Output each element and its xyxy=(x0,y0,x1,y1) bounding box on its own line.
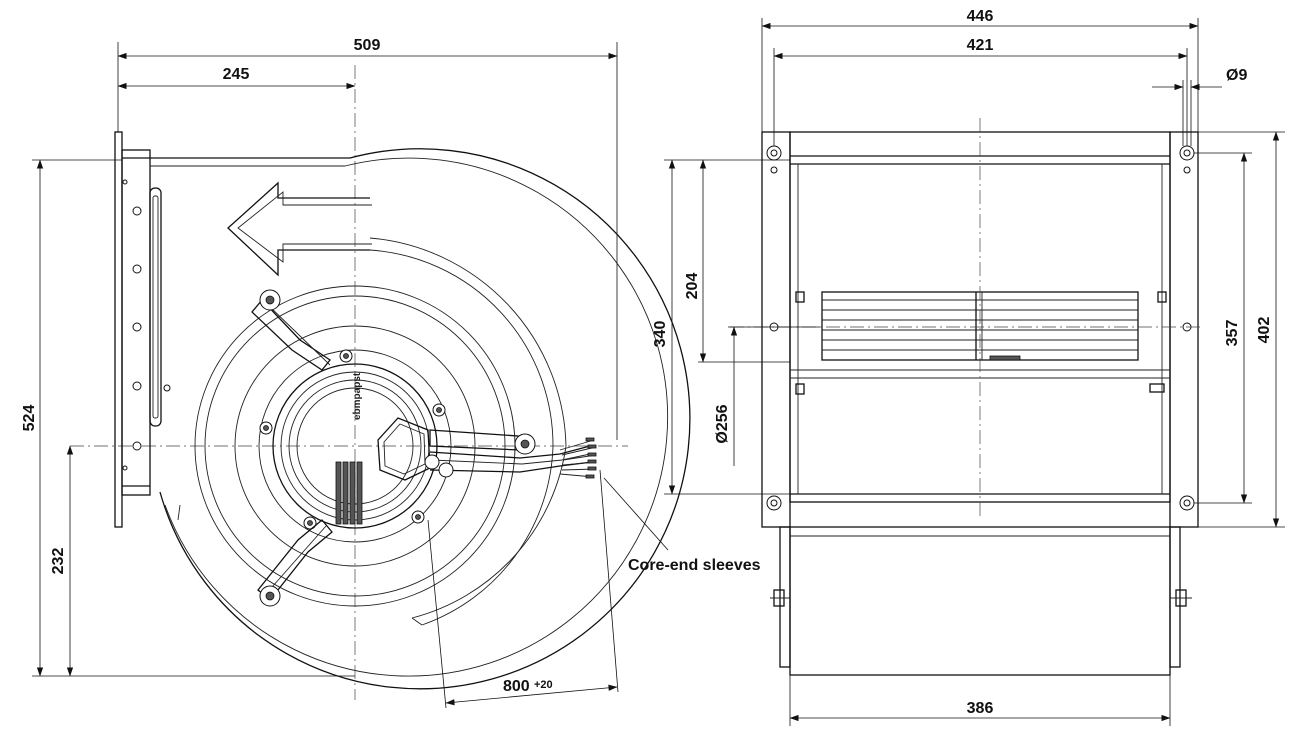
front-dimensions: 509 245 524 232 800 +20 Core-end sleeves xyxy=(21,37,761,709)
dim-inner-width: 421 xyxy=(967,37,994,54)
dim-cable-tolerance: +20 xyxy=(534,679,553,691)
dim-impeller-diameter: Ø256 xyxy=(714,404,731,443)
dim-height-to-center: 232 xyxy=(50,548,67,575)
scroll-housing xyxy=(150,148,691,690)
dim-outlet-height: 340 xyxy=(652,321,669,348)
dim-overall-width: 509 xyxy=(354,37,381,54)
dim-housing-width: 386 xyxy=(967,700,994,717)
flange-holes xyxy=(122,179,171,471)
dim-cable-length: 800 xyxy=(503,678,530,695)
power-cable xyxy=(424,437,597,479)
dim-hole-spacing: 357 xyxy=(1224,320,1241,347)
motor-brand-label: ebmpapst xyxy=(352,372,363,420)
side-view: 446 421 Ø9 402 357 340 xyxy=(652,8,1285,726)
dim-width-to-center: 245 xyxy=(223,66,250,83)
mounting-flange xyxy=(114,131,171,528)
corner-holes xyxy=(766,145,1195,511)
dim-hole-diameter: Ø9 xyxy=(1226,67,1247,84)
internal-cables xyxy=(335,461,363,525)
core-end-sleeves-callout: Core-end sleeves xyxy=(628,557,761,574)
core-end-sleeves xyxy=(559,437,597,479)
dim-motor-offset: 204 xyxy=(684,273,701,300)
dim-flange-width: 446 xyxy=(967,8,994,25)
airflow-arrow xyxy=(227,181,370,277)
dim-overall-height: 524 xyxy=(21,405,38,432)
motor-struts xyxy=(251,289,536,607)
side-housing xyxy=(770,526,1192,676)
side-motor xyxy=(821,291,1139,361)
front-view: ebmpapst xyxy=(21,37,761,709)
side-dimensions: 446 421 Ø9 402 357 340 xyxy=(652,8,1285,726)
dim-flange-height: 402 xyxy=(1256,317,1273,344)
motor-bolts xyxy=(259,349,446,530)
